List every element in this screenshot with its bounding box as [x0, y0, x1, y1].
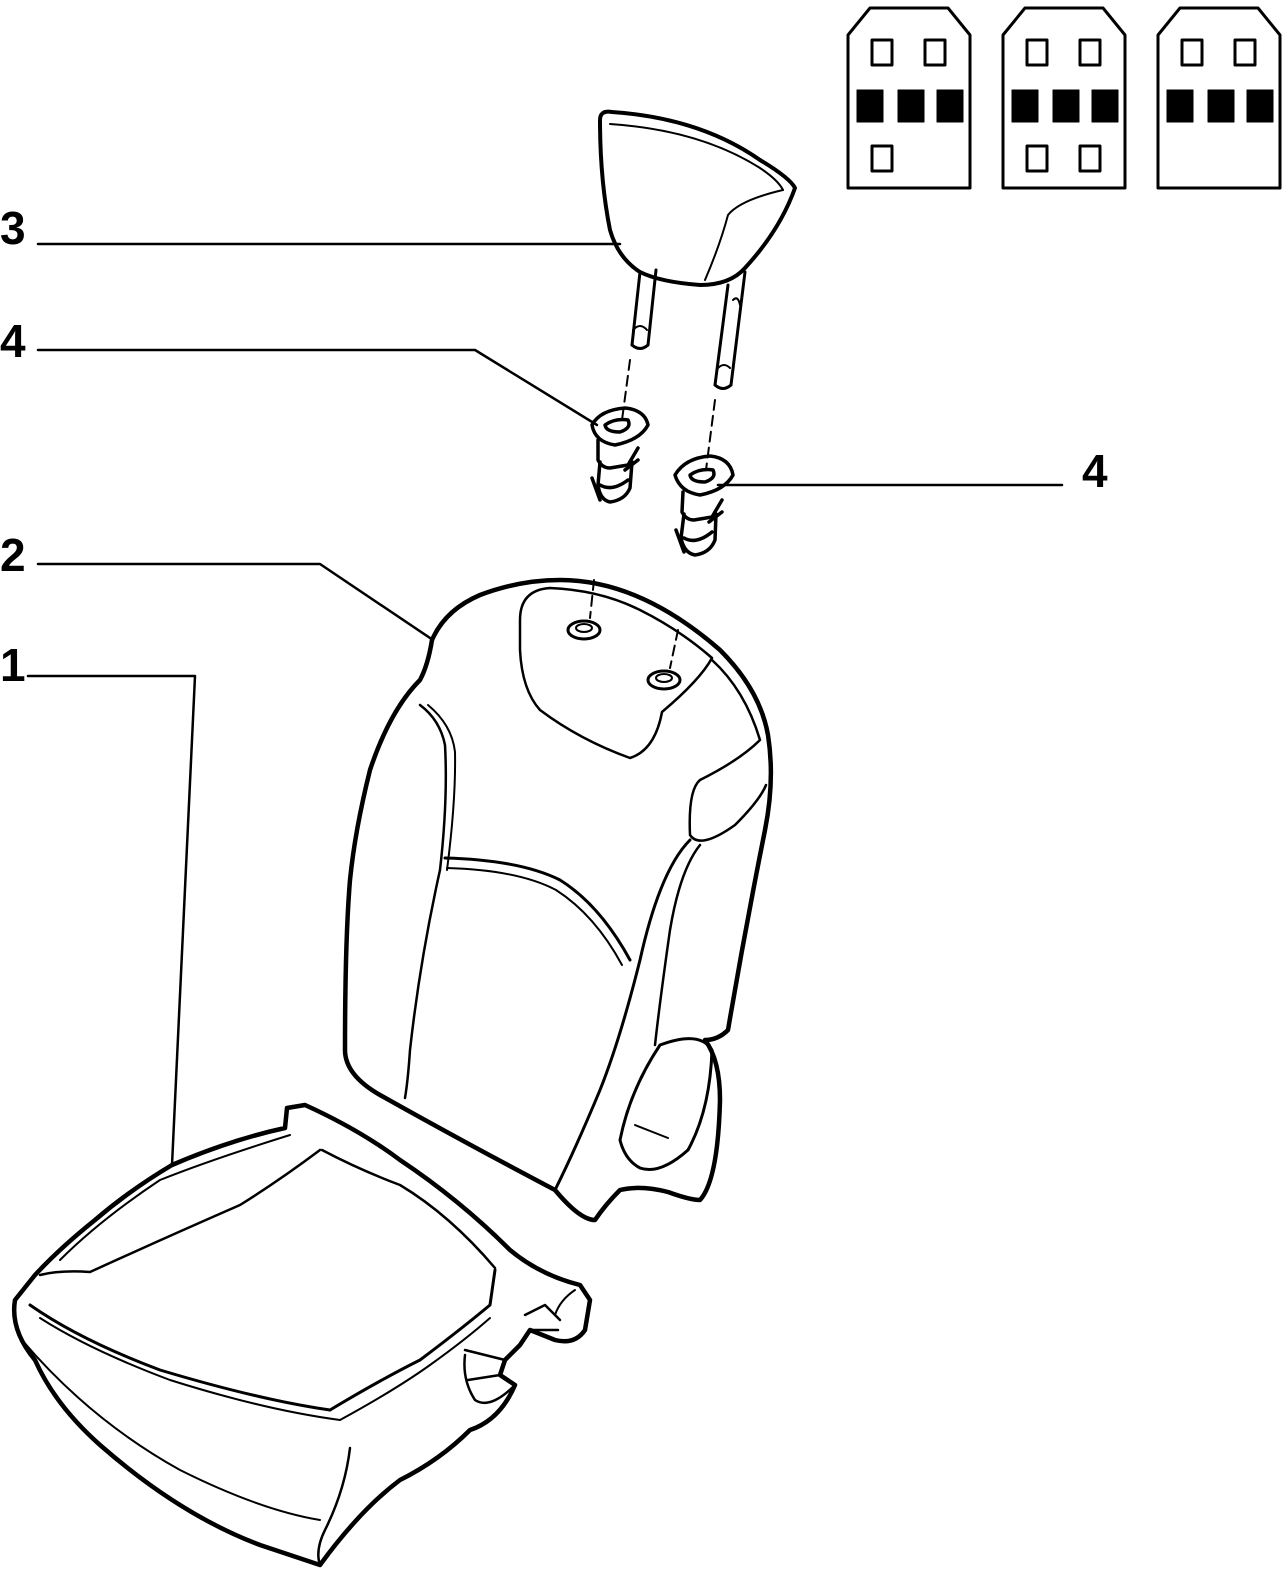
backrest: [342, 577, 774, 1223]
headrest-guide-left: [590, 406, 650, 504]
callout-3-headrest: 3: [0, 202, 26, 254]
seat-cushion: [12, 1102, 593, 1568]
leader-line-4-left: [36, 348, 599, 427]
seat-layout-icon-b: [1001, 6, 1127, 190]
callout-4-guide-right: 4: [1082, 445, 1108, 497]
seat-layout-icon-c: [1156, 6, 1282, 190]
callout-2-backrest: 2: [0, 529, 26, 581]
seat-layout-icon-a: [846, 6, 972, 190]
headrest: [598, 109, 797, 471]
callout-1-seat-cushion: 1: [0, 639, 26, 691]
headrest-guide-right: [673, 454, 735, 557]
callout-4-guide-left: 4: [0, 315, 26, 367]
leader-lines: [26, 242, 1064, 1167]
leader-line-2: [36, 562, 435, 642]
leader-line-1: [26, 674, 197, 1167]
